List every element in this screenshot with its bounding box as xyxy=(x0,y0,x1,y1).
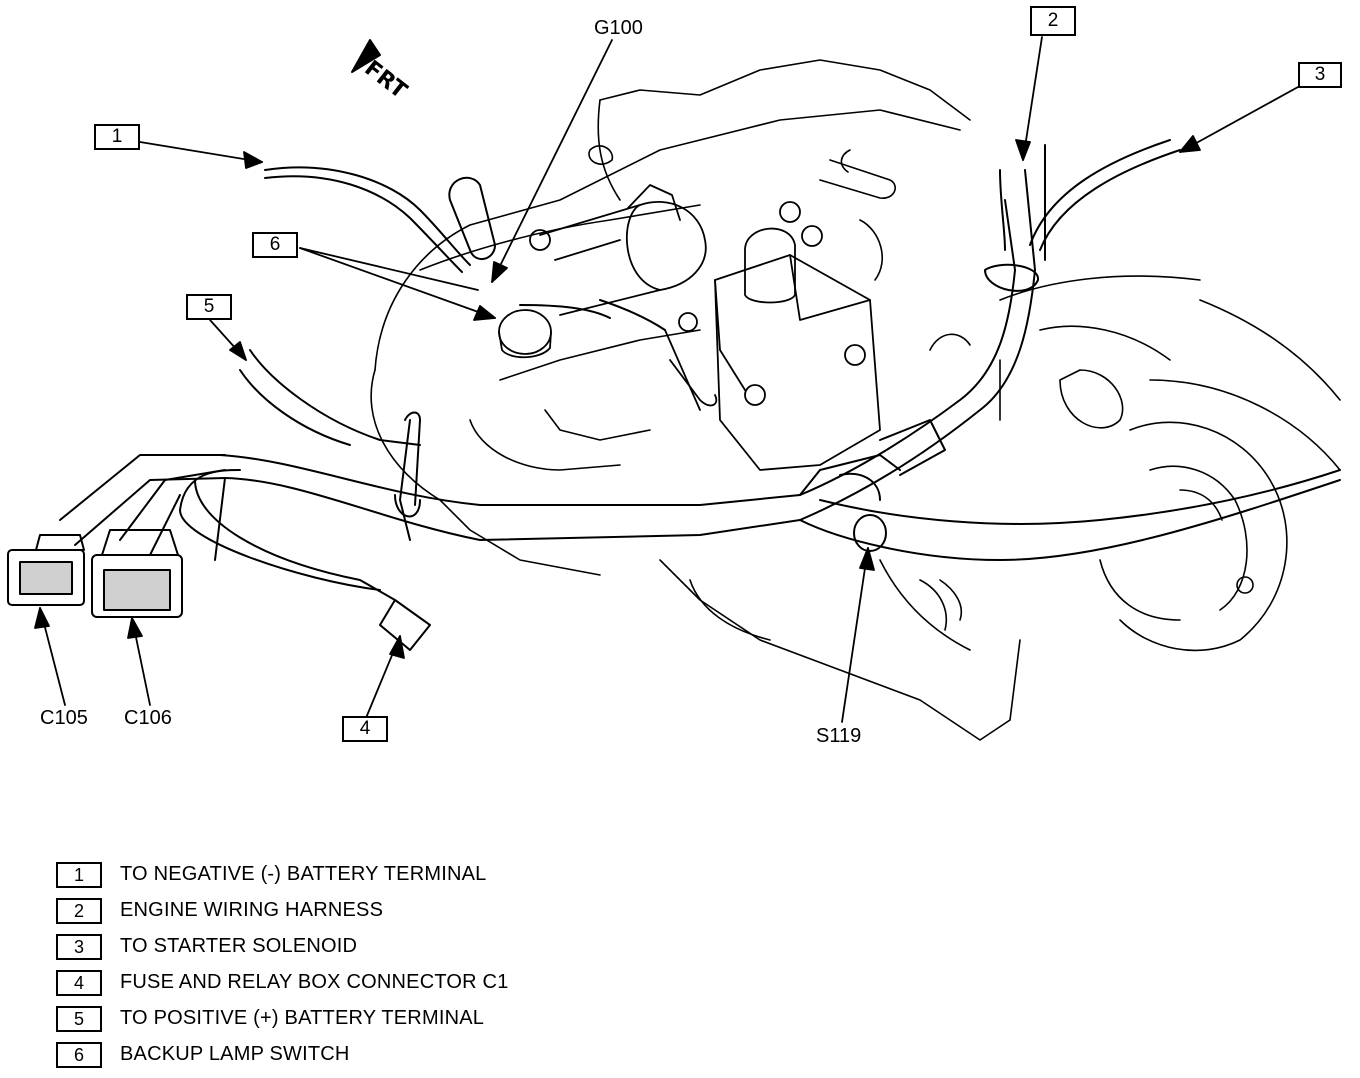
c105-label: C105 xyxy=(40,707,88,729)
callout-2: 2 xyxy=(1030,6,1076,36)
legend-number: 1 xyxy=(56,862,102,888)
legend-text: BACKUP LAMP SWITCH xyxy=(120,1043,350,1065)
callout-5: 5 xyxy=(186,294,232,320)
starter-solenoid-drawing xyxy=(498,184,707,359)
wiring-harness-drawing xyxy=(179,139,1341,651)
legend-number: 3 xyxy=(56,934,102,960)
engine-outline xyxy=(370,59,1341,741)
legend-number: 6 xyxy=(56,1042,102,1068)
callout-leaders xyxy=(34,36,1299,723)
callout-4: 4 xyxy=(342,716,388,742)
s119-label: S119 xyxy=(816,725,862,747)
legend-text: TO STARTER SOLENOID xyxy=(120,935,358,957)
callout-3: 3 xyxy=(1298,62,1342,88)
legend-number: 4 xyxy=(56,970,102,996)
c106-label: C106 xyxy=(124,707,172,729)
legend-text: TO NEGATIVE (-) BATTERY TERMINAL xyxy=(120,863,487,885)
legend-text: FUSE AND RELAY BOX CONNECTOR C1 xyxy=(120,971,509,993)
legend-number: 2 xyxy=(56,898,102,924)
legend-text: ENGINE WIRING HARNESS xyxy=(120,899,384,921)
callout-1: 1 xyxy=(94,124,140,150)
legend-number: 5 xyxy=(56,1006,102,1032)
callout-6: 6 xyxy=(252,232,298,258)
connectors-drawing xyxy=(7,454,226,618)
relay-block-drawing xyxy=(529,201,881,471)
front-arrow-icon xyxy=(351,39,381,73)
g100-label: G100 xyxy=(594,17,643,39)
legend-text: TO POSITIVE (+) BATTERY TERMINAL xyxy=(120,1007,485,1029)
